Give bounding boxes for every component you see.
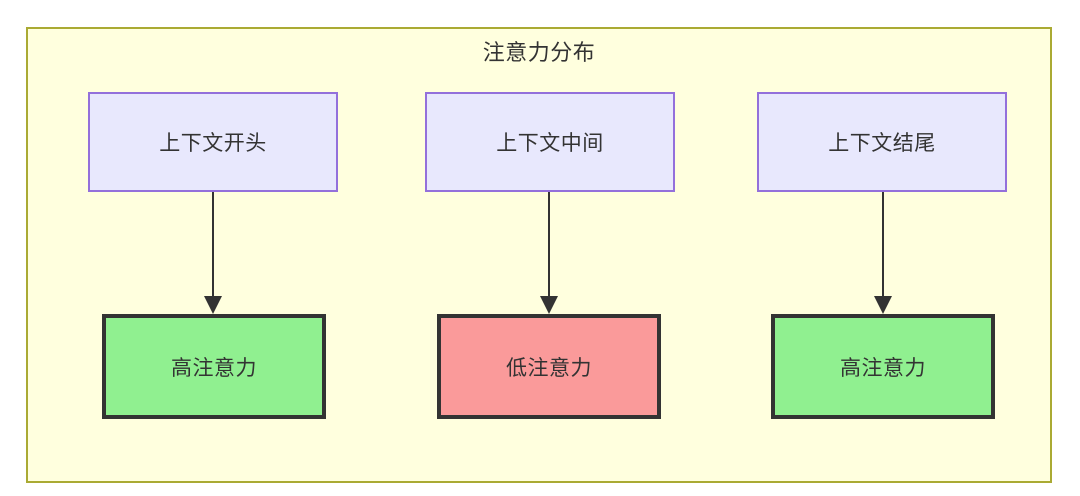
node-context-middle[interactable]: 上下文中间 xyxy=(425,92,675,192)
node-label: 高注意力 xyxy=(840,356,926,380)
node-label: 上下文结尾 xyxy=(828,132,936,155)
node-context-beginning[interactable]: 上下文开头 xyxy=(88,92,338,192)
node-label: 低注意力 xyxy=(506,356,592,380)
node-low-attention-middle[interactable]: 低注意力 xyxy=(437,314,661,419)
node-label: 上下文中间 xyxy=(496,132,604,155)
node-context-end[interactable]: 上下文结尾 xyxy=(757,92,1007,192)
node-label: 高注意力 xyxy=(171,356,257,380)
node-high-attention-end[interactable]: 高注意力 xyxy=(771,314,995,419)
node-label: 上下文开头 xyxy=(159,132,267,155)
node-high-attention-beginning[interactable]: 高注意力 xyxy=(102,314,326,419)
subgraph-title: 注意力分布 xyxy=(482,40,596,65)
